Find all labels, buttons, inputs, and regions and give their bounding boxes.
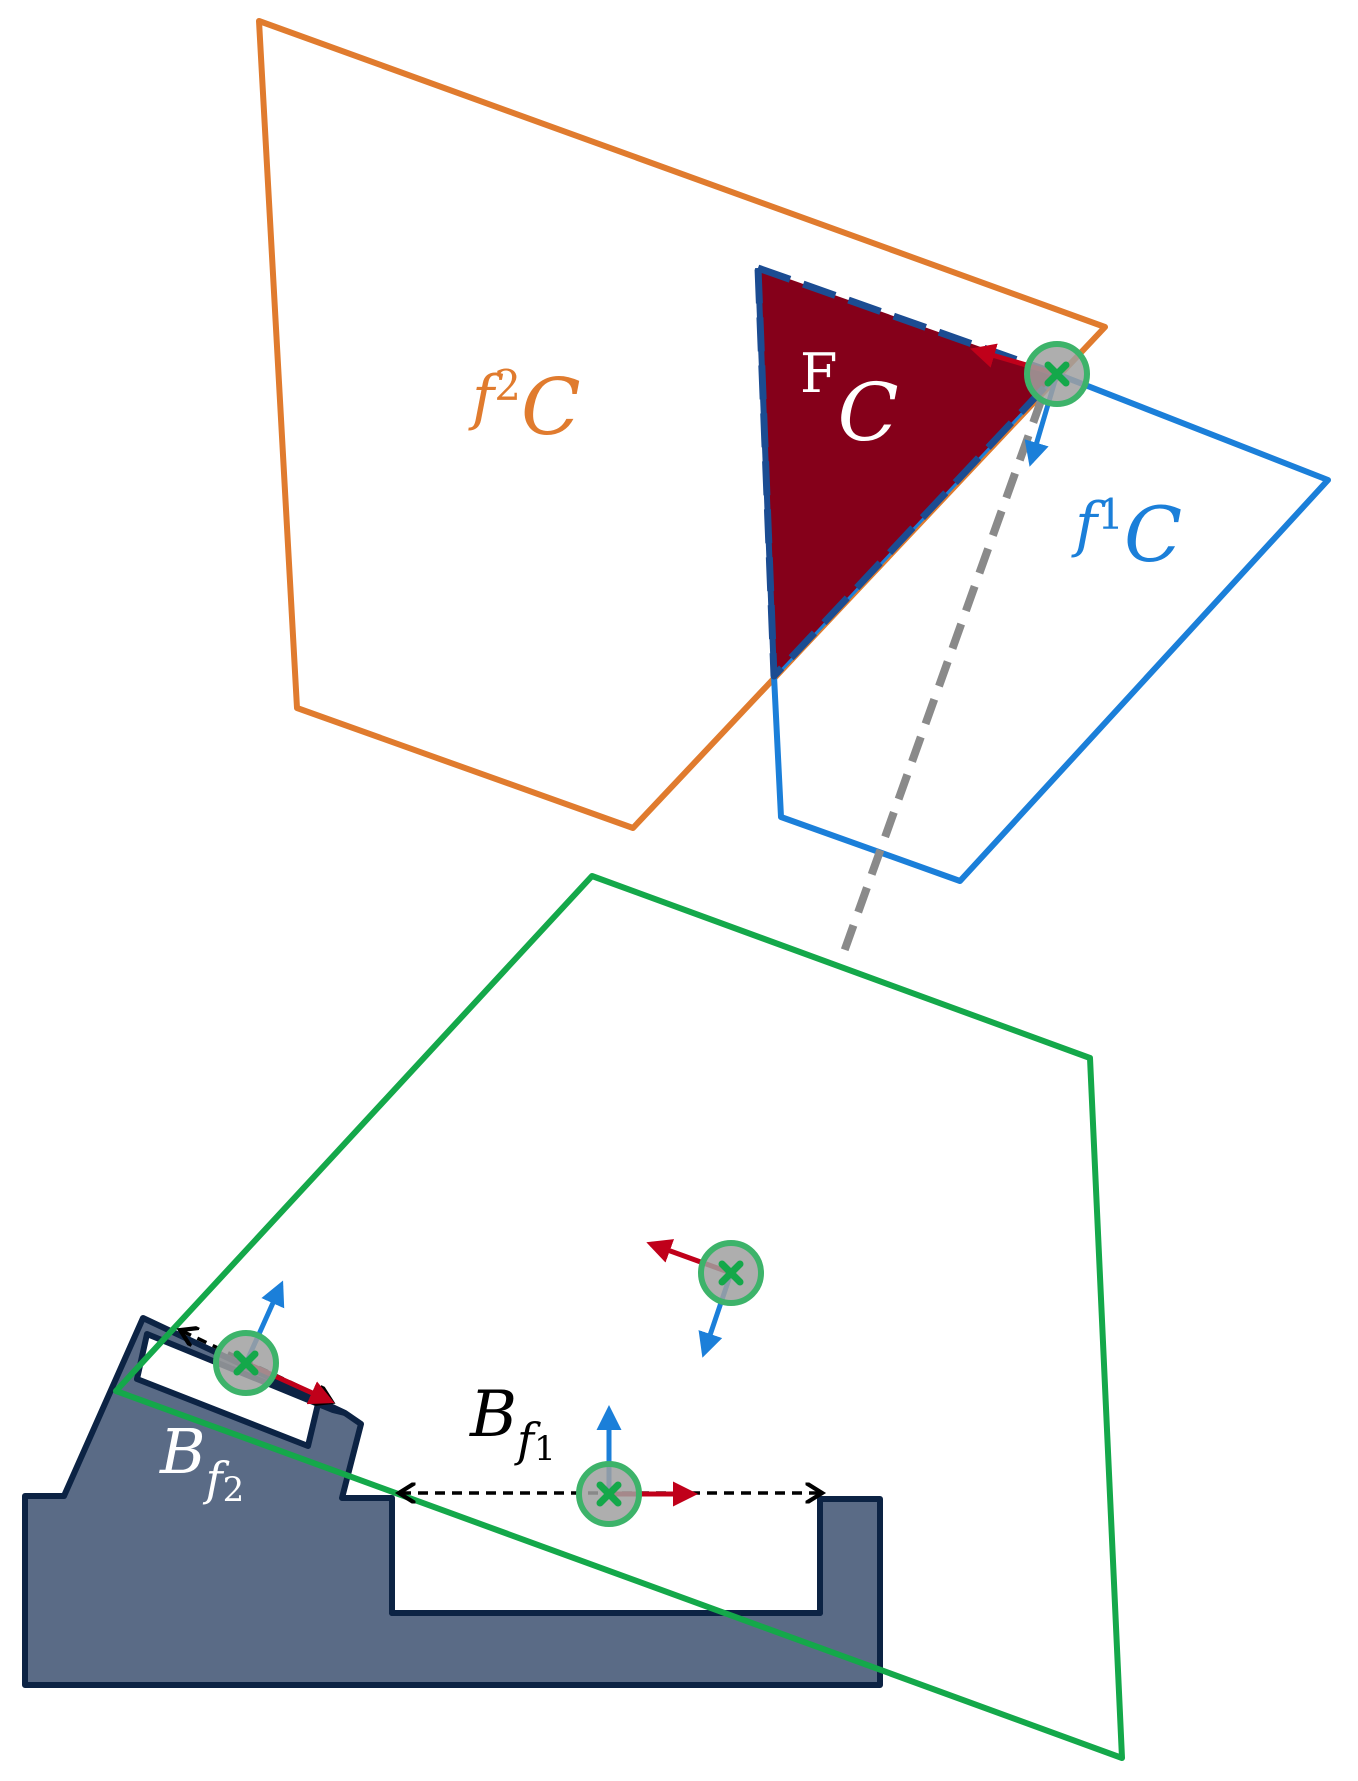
frame-point-bf1 [576, 1405, 698, 1527]
frame-point-top [970, 341, 1090, 467]
green-x-icon [233, 1350, 259, 1376]
label-f1c: f1C [1071, 490, 1182, 579]
fc-triangle [754, 264, 1061, 680]
frame-point-middle [646, 1239, 764, 1358]
green-frame [113, 873, 1125, 1761]
green-x-icon [1044, 361, 1070, 387]
green-x-icon [596, 1481, 622, 1507]
green-x-icon [718, 1260, 744, 1286]
blue-frame-f1c [771, 371, 1331, 884]
orange-frame-f2c [256, 18, 1108, 831]
base-slot [389, 1498, 823, 1616]
projection-line [836, 396, 1046, 965]
label-bf1: Bf1 [469, 1378, 556, 1469]
label-fc: FC [800, 342, 899, 459]
frame-point-bf2 [213, 1280, 335, 1405]
label-bf2: Bf2 [159, 1415, 244, 1510]
fc-left-edge [755, 267, 777, 677]
label-f2c: f2C [468, 361, 581, 453]
